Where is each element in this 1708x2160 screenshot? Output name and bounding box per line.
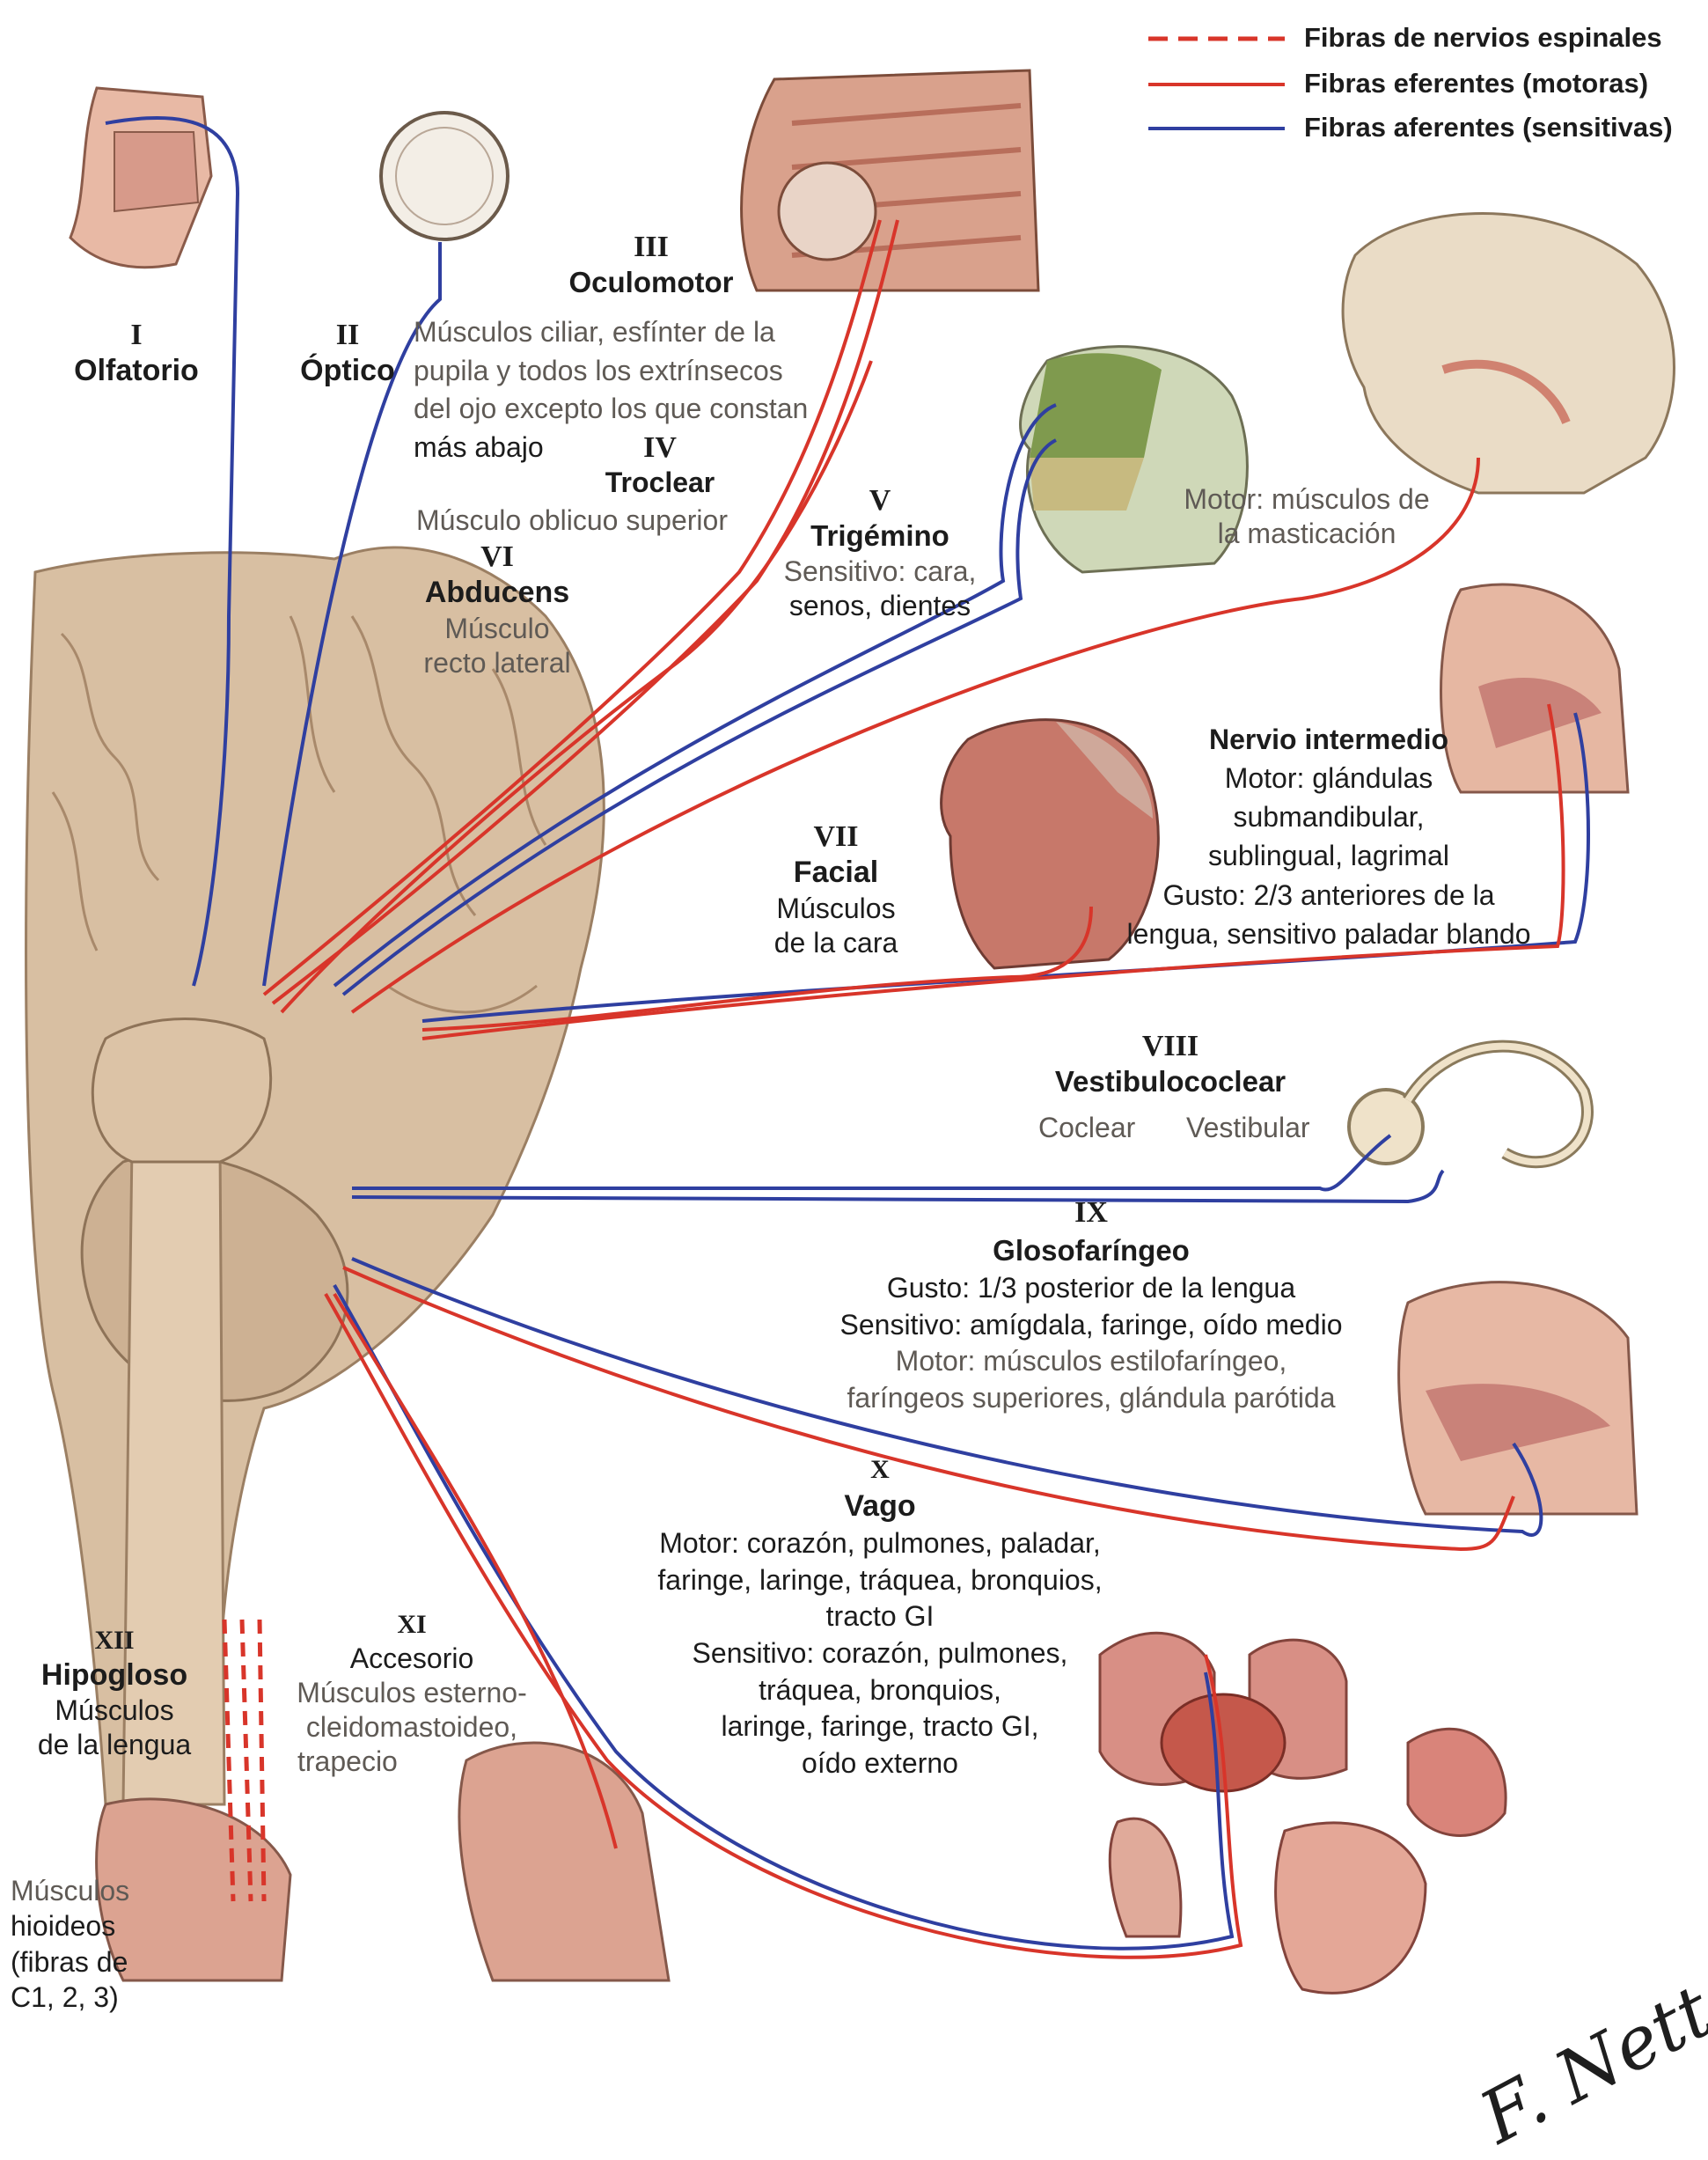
thorax-abdomen-figure	[1100, 1633, 1506, 1993]
optic-label: II Óptico	[282, 317, 414, 390]
glossopharyngeal-roman: IX	[792, 1194, 1390, 1232]
inner-ear-figure	[1349, 1047, 1587, 1164]
trigeminal-roman: V	[757, 482, 1003, 518]
legend-afferent-label: Fibras aferentes (sensitivas)	[1304, 111, 1673, 144]
intermediate-label: Nervio intermedio Motor: glándulas subma…	[1091, 720, 1566, 953]
trigeminal-label: V Trigémino Sensitivo: cara, senos, dien…	[757, 482, 1003, 623]
hypoglossal-label: XII Hipogloso Músculos de la lengua	[18, 1625, 211, 1762]
vagus-name: Vago	[607, 1487, 1153, 1525]
legend-efferent-label: Fibras eferentes (motoras)	[1304, 67, 1648, 100]
trochlear-name: Troclear	[581, 466, 739, 500]
olfactory-name: Olfatorio	[57, 353, 216, 389]
optic-roman: II	[282, 317, 414, 353]
accessory-roman: XI	[280, 1609, 544, 1642]
optic-name: Óptico	[282, 353, 414, 389]
eye-figure	[381, 113, 508, 239]
facial-name: Facial	[752, 855, 920, 891]
trigeminal-motor-desc: Motor: músculos de la masticación	[1162, 482, 1452, 551]
hypoglossal-name: Hipogloso	[18, 1657, 211, 1693]
accessory-name: Accesorio	[280, 1642, 544, 1676]
pons	[92, 1019, 270, 1163]
hyoid-label: Músculos hioideos (fibras de C1, 2, 3)	[11, 1873, 129, 2015]
oculomotor-roman: III	[563, 229, 739, 265]
accessory-label: XI Accesorio Músculos esterno- cleidomas…	[280, 1609, 544, 1779]
glossopharyngeal-name: Glosofaríngeo	[792, 1232, 1390, 1270]
abducens-roman: VI	[387, 539, 607, 575]
facial-label: VII Facial Músculos de la cara	[752, 819, 920, 960]
hypoglossal-roman: XII	[18, 1625, 211, 1657]
abducens-name: Abducens	[387, 575, 607, 611]
vagus-label: X Vago Motor: corazón, pulmones, paladar…	[607, 1452, 1153, 1782]
cochlear-label: Coclear	[1038, 1111, 1135, 1145]
oculomotor-name: Oculomotor	[563, 265, 739, 300]
vestibulocochlear-label: VIII Vestibulococlear	[1030, 1028, 1311, 1100]
vestibulocochlear-roman: VIII	[1030, 1028, 1311, 1064]
vestibulocochlear-name: Vestibulococlear	[1030, 1064, 1311, 1099]
pharynx-section-figure	[1399, 1282, 1637, 1514]
vestibular-label: Vestibular	[1186, 1111, 1310, 1145]
glossopharyngeal-label: IX Glosofaríngeo Gusto: 1/3 posterior de…	[792, 1194, 1390, 1416]
facial-roman: VII	[752, 819, 920, 855]
legend-spinal-label: Fibras de nervios espinales	[1304, 21, 1662, 55]
abducens-label: VI Abducens Músculo recto lateral	[387, 539, 607, 680]
intermediate-name: Nervio intermedio	[1091, 720, 1566, 759]
skull-figure	[1343, 214, 1674, 494]
trochlear-desc: Músculo oblicuo superior	[378, 503, 766, 538]
olfactory-roman: I	[57, 317, 216, 353]
nose-figure	[70, 88, 211, 268]
oculomotor-label: III Oculomotor	[563, 229, 739, 301]
vagus-roman: X	[607, 1452, 1153, 1487]
trochlear-label: IV Troclear	[581, 430, 739, 501]
trigeminal-name: Trigémino	[757, 518, 1003, 554]
trochlear-roman: IV	[581, 430, 739, 466]
olfactory-label: I Olfatorio	[57, 317, 216, 390]
